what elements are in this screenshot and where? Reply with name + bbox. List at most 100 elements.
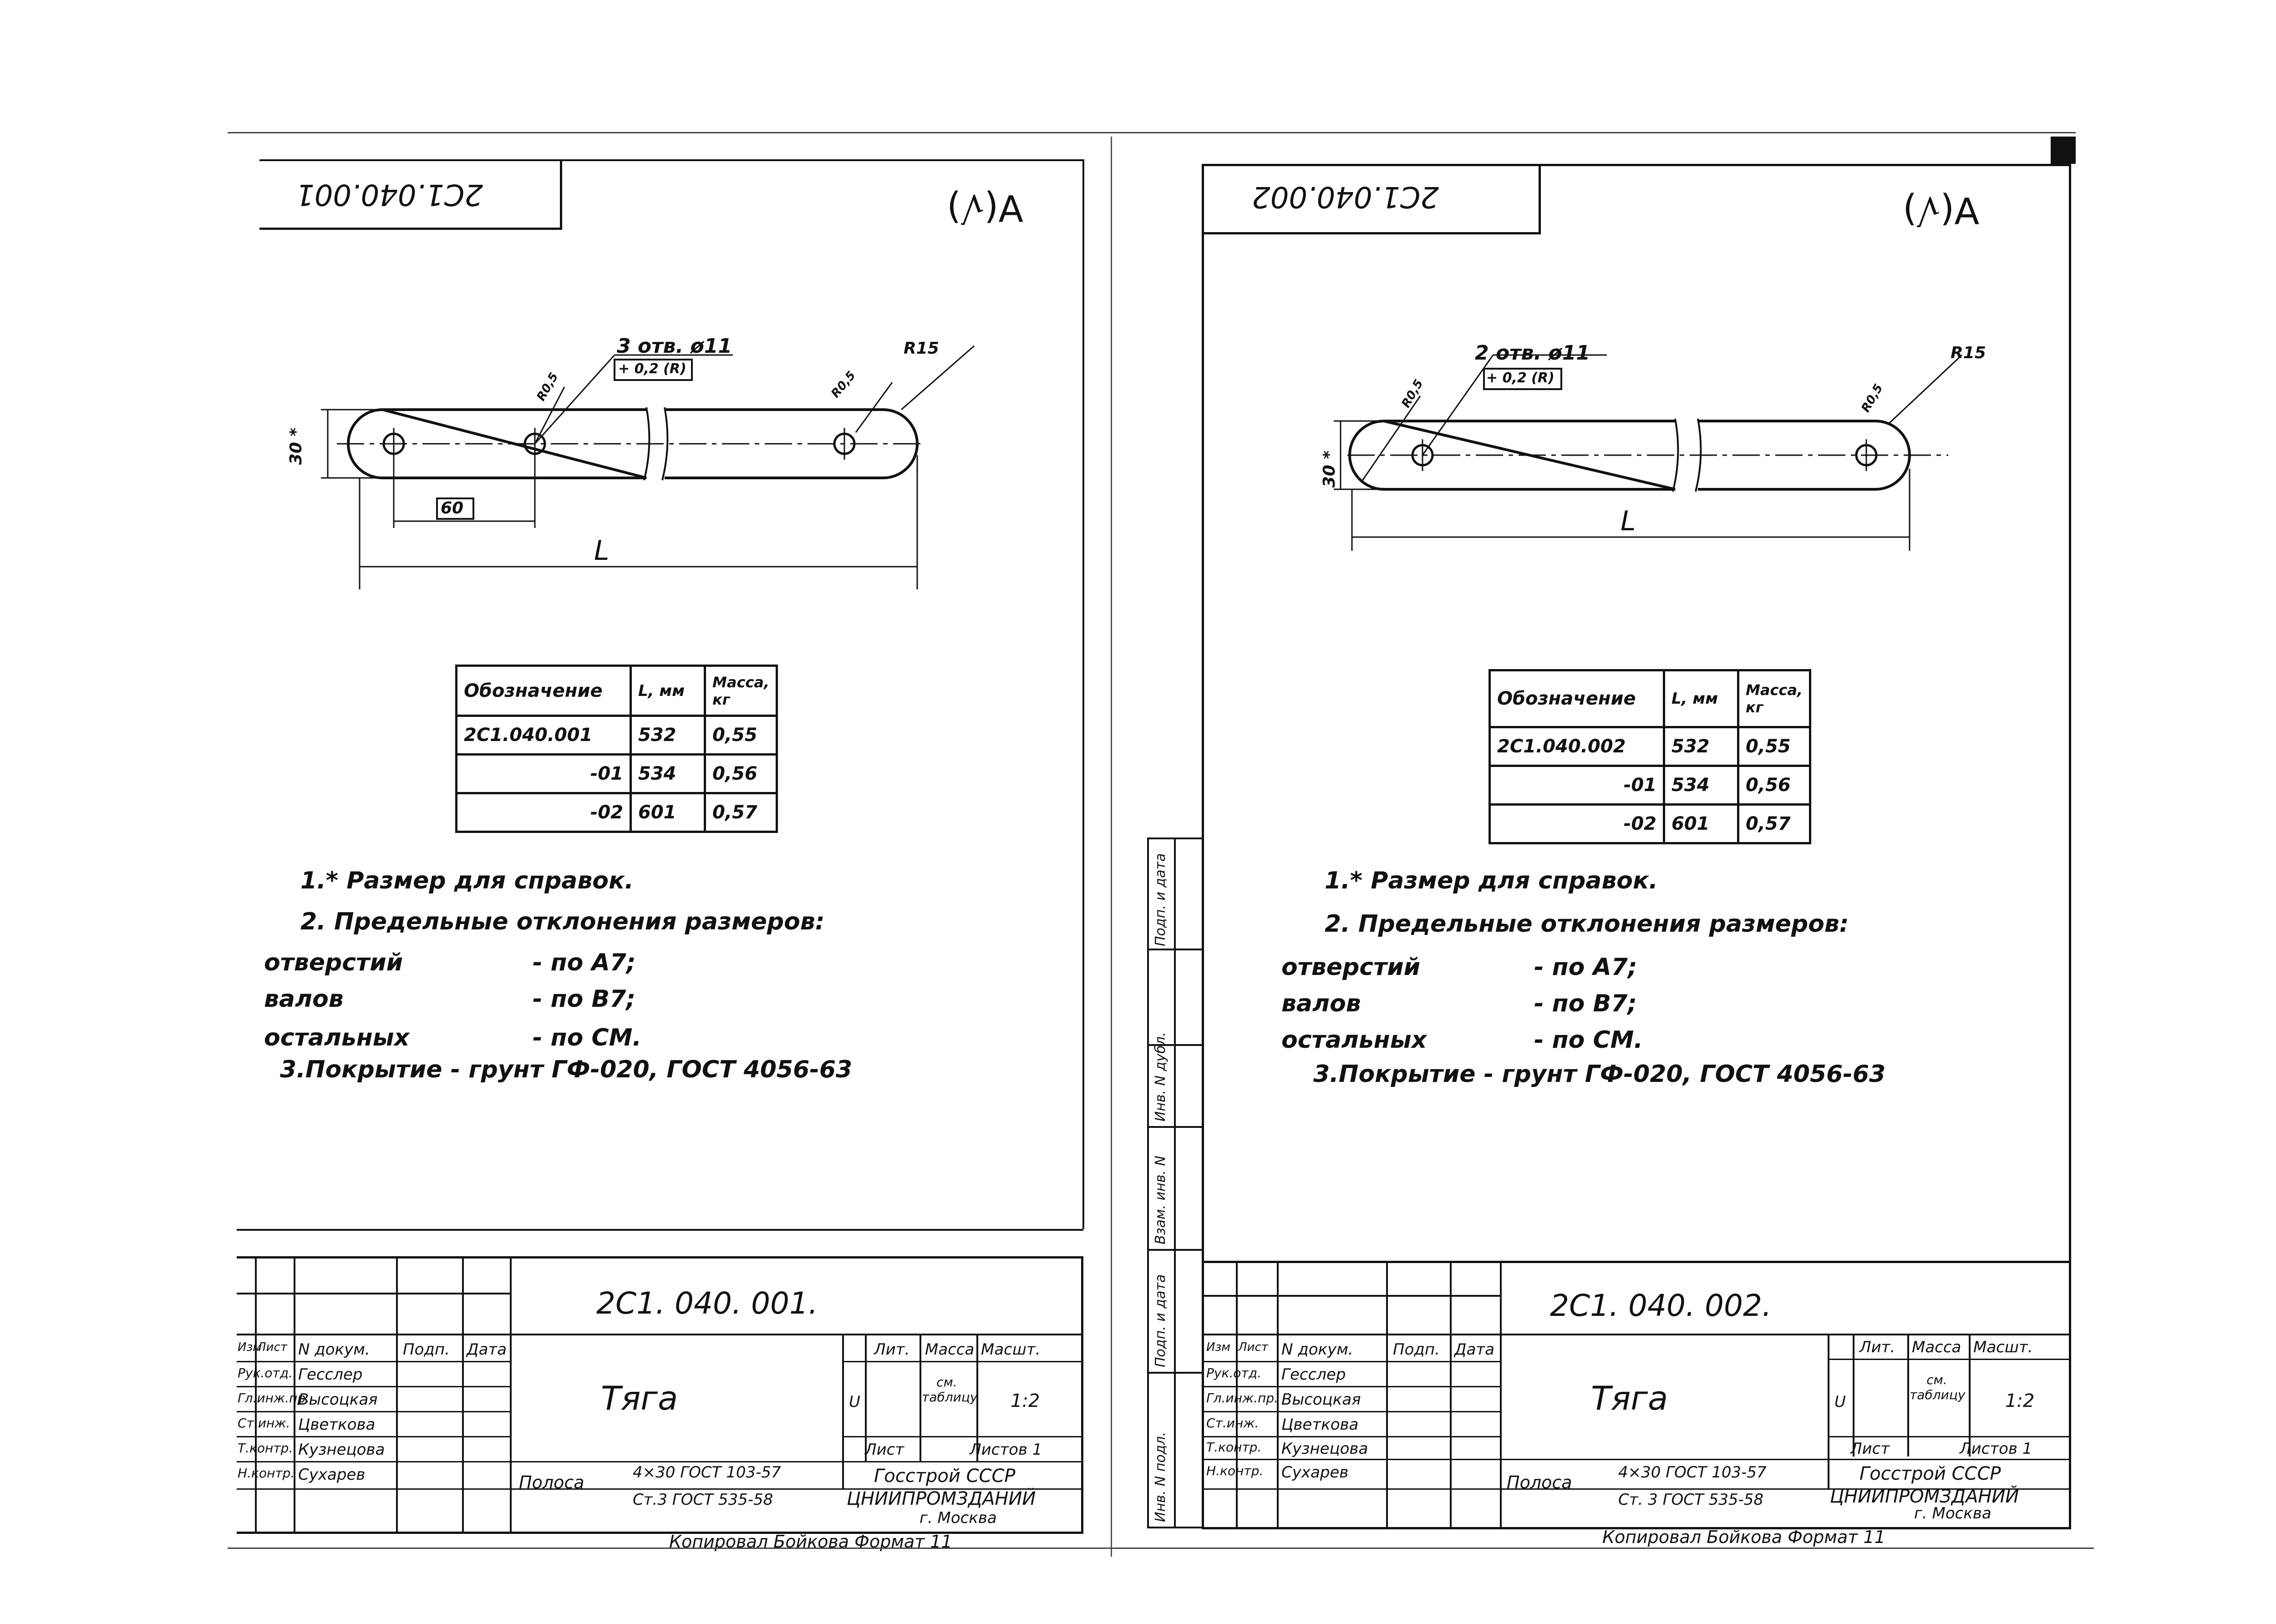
left-cell: 0,57 (703, 792, 778, 833)
table-row: 2С1.040.001 532 0,55 (455, 715, 778, 756)
left-material-name: Полоса (519, 1472, 584, 1492)
left-material1: 4×30 ГОСТ 103-57 (633, 1463, 781, 1482)
left-mass: см. таблицу (922, 1375, 978, 1405)
right-height-dim: 30 * (1320, 450, 1339, 488)
tb-line (237, 1386, 510, 1387)
side-label-0: Инв. N подл. (1153, 1431, 1168, 1522)
tb-line (1204, 1488, 2069, 1490)
left-note-r1-label: отверстий (264, 949, 403, 976)
tb-line (842, 1361, 1081, 1362)
right-doc-code: 2С1. 040. 002. (1550, 1288, 1772, 1323)
right-cell: 534 (1663, 765, 1739, 806)
right-role-3: Т.контр. (1206, 1440, 1262, 1455)
table-row: -02 601 0,57 (455, 792, 778, 833)
table-row: 2С1.040.002 532 0,55 (1489, 726, 1812, 767)
right-note-r2-label: валов (1281, 990, 1361, 1017)
right-material1: 4×30 ГОСТ 103-57 (1618, 1463, 1767, 1482)
right-scale: 1:2 (2005, 1391, 2035, 1411)
left-top-border (259, 159, 1083, 161)
tb-line (976, 1334, 978, 1461)
tb-line (1828, 1334, 1829, 1488)
right-note-r1-label: отверстий (1281, 954, 1421, 981)
left-spec-table: Обозначение L, мм Масса, кг 2С1.040.001 … (455, 665, 778, 833)
tb-line (237, 1411, 510, 1412)
right-city: г. Москва (1914, 1504, 1992, 1522)
left-hdr-ndoc: N докум. (298, 1340, 370, 1359)
tb-line (237, 1461, 1081, 1462)
left-code-box: 2С1.040.001 (259, 159, 562, 230)
right-spec-table: Обозначение L, мм Масса, кг 2С1.040.002 … (1489, 669, 1812, 844)
tb-line (865, 1334, 867, 1461)
side-label-1: Подп. и дата (1153, 1274, 1168, 1367)
right-cell: 0,56 (1737, 765, 1812, 806)
tb-line (237, 1436, 510, 1437)
right-roughness-symbol: ∀(√) (1903, 189, 1980, 231)
right-th-designation: Обозначение (1489, 669, 1665, 728)
right-material2: Ст. 3 ГОСТ 535-58 (1618, 1491, 1764, 1509)
right-sheets-lbl: Листов 1 (1960, 1440, 2032, 1458)
left-titleblock: 2С1. 040. 001. Тяга Лит. Масса Масшт. U … (237, 1256, 1083, 1534)
tb-line (1853, 1334, 1854, 1457)
tb-line (1204, 1361, 1500, 1362)
left-cell: 2С1.040.001 (455, 715, 632, 756)
right-role-0: Рук.отд. (1206, 1365, 1261, 1380)
left-doc-code: 2С1. 040. 001. (596, 1286, 818, 1321)
tb-line (842, 1436, 1081, 1437)
left-part-name: Тяга (601, 1379, 678, 1417)
right-hdr-data: Дата (1454, 1340, 1495, 1359)
left-sheet-lbl: Лист (865, 1441, 904, 1459)
tb-line (237, 1334, 1081, 1335)
tb-line (1236, 1263, 1238, 1527)
top-scan-line (228, 132, 2076, 133)
bottom-scan-line (228, 1548, 2094, 1549)
left-role-4: Н.контр. (238, 1466, 295, 1481)
tb-line (1828, 1436, 2069, 1437)
right-part-name: Тяга (1591, 1379, 1668, 1417)
tb-line (1149, 1044, 1204, 1046)
tb-line (1204, 1459, 2069, 1460)
right-length-dim: L (1621, 505, 1636, 537)
tb-line (1204, 1334, 2069, 1335)
tb-line (1204, 1436, 1500, 1437)
left-cell: 0,55 (703, 715, 778, 756)
left-role-2: Ст.инж. (238, 1416, 290, 1431)
tb-line (1204, 1295, 1500, 1297)
left-cell: -02 (455, 792, 632, 833)
tb-line (237, 1488, 1081, 1490)
right-name-4: Сухарев (1281, 1463, 1349, 1482)
tb-line (1450, 1263, 1452, 1527)
right-cell: 532 (1663, 726, 1739, 767)
right-cell: 0,57 (1737, 803, 1812, 844)
left-th-designation: Обозначение (455, 665, 632, 717)
right-holes-note: 2 отв. ø11 (1475, 341, 1590, 365)
right-note-3: 3.Покрытие - грунт ГФ-020, ГОСТ 4056-63 (1313, 1061, 1886, 1088)
tb-line (1174, 839, 1176, 1527)
right-cell: 0,55 (1737, 726, 1812, 767)
left-city: г. Москва (920, 1509, 997, 1527)
left-scale-hdr: Масшт. (981, 1340, 1041, 1359)
tb-line (255, 1259, 257, 1532)
right-th-length: L, мм (1663, 669, 1739, 728)
sheet-divider (1111, 137, 1112, 1557)
tb-line (237, 1293, 510, 1294)
left-role-3: Т.контр. (238, 1441, 293, 1456)
tb-line (1386, 1263, 1388, 1527)
left-role-0: Рук.отд. (238, 1365, 293, 1380)
side-label-2: Взам. инв. N (1153, 1156, 1168, 1244)
left-note-2: 2. Предельные отклонения размеров: (300, 908, 825, 935)
left-note-r3-value: - по СМ. (533, 1024, 642, 1051)
right-tolerance: + 0,2 (R) (1486, 370, 1555, 386)
right-radius-label: R15 (1951, 344, 1986, 362)
left-mass-hdr: Масса (925, 1340, 975, 1359)
right-note-2: 2. Предельные отклонения размеров: (1325, 910, 1849, 938)
left-pitch-dim: 60 (441, 499, 464, 518)
right-mass: см. таблицу (1910, 1372, 1966, 1402)
left-cell: -01 (455, 753, 632, 794)
right-name-2: Цветкова (1281, 1416, 1359, 1434)
left-cell: 0,56 (703, 753, 778, 794)
left-name-4: Сухарев (298, 1466, 366, 1484)
right-lit-hdr: Лит. (1859, 1338, 1895, 1356)
left-code-text: 2С1.040.001 (296, 178, 483, 211)
tb-line (1149, 1372, 1204, 1374)
right-code-box: 2С1.040.002 (1202, 164, 1541, 234)
